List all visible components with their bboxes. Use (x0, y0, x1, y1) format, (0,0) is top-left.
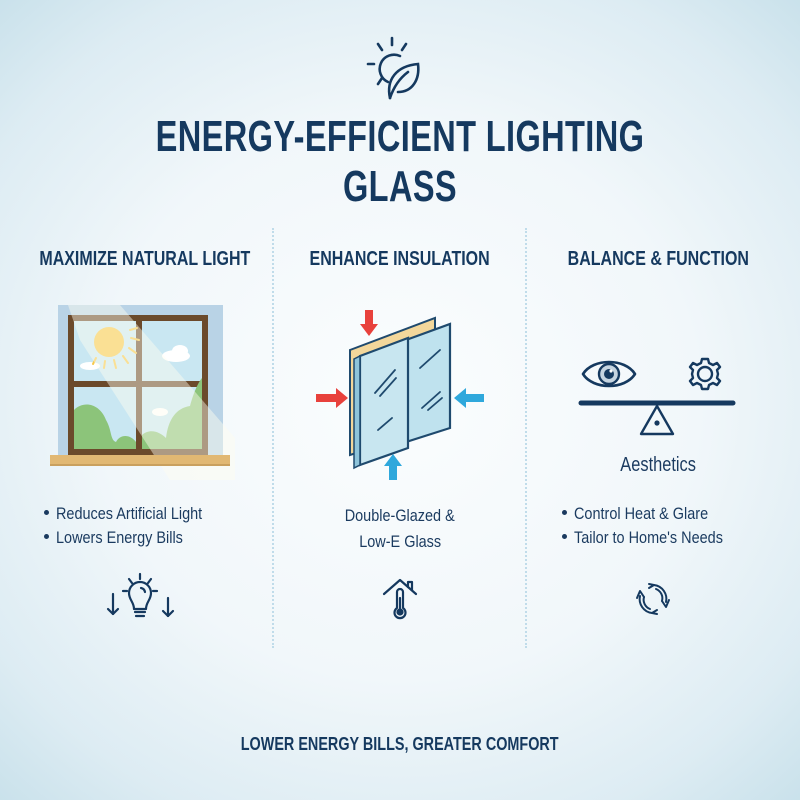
list-item-text: Tailor to Home's Needs (574, 528, 723, 547)
bullet-icon (44, 534, 49, 540)
aesthetics-text: Aesthetics (620, 454, 696, 476)
column-title-text: BALANCE & FUNCTION (567, 248, 749, 270)
column-title: MAXIMIZE NATURAL LIGHT (12, 248, 278, 271)
column-divider (272, 228, 274, 648)
insulation-description: Double-Glazed & Low-E Glass (267, 503, 533, 555)
footer-tagline: LOWER ENERGY BILLS, GREATER COMFORT (0, 734, 800, 755)
natural-light-benefits: Reduces Artificial Light Lowers Energy B… (44, 502, 274, 550)
bullet-icon (44, 510, 49, 516)
page-title-text: ENERGY-EFFICIENT LIGHTING GLASS (155, 112, 645, 211)
description-text: Low-E Glass (359, 532, 441, 551)
sunny-window-illustration (50, 300, 235, 480)
description-line: Low-E Glass (267, 529, 533, 555)
eye-gear-balance-illustration (575, 350, 750, 440)
footer-tagline-text: LOWER ENERGY BILLS, GREATER COMFORT (241, 734, 559, 754)
list-item-text: Reduces Artificial Light (56, 504, 203, 523)
column-insulation: ENHANCE INSULATION (267, 240, 533, 271)
list-item-text: Control Heat & Glare (574, 504, 709, 523)
page-title: ENERGY-EFFICIENT LIGHTING GLASS (0, 112, 800, 212)
aesthetics-label: Aesthetics (525, 454, 791, 477)
column-balance: BALANCE & FUNCTION (525, 240, 791, 271)
lightbulb-down-arrows-icon (104, 572, 176, 620)
list-item: Lowers Energy Bills (44, 526, 274, 550)
description-line: Double-Glazed & (267, 503, 533, 529)
column-natural-light: MAXIMIZE NATURAL LIGHT (12, 240, 278, 271)
double-glazed-glass-illustration (310, 310, 490, 480)
bullet-icon (562, 534, 567, 540)
column-title-text: MAXIMIZE NATURAL LIGHT (39, 248, 251, 270)
description-text: Double-Glazed & (344, 506, 456, 525)
balance-benefits: Control Heat & Glare Tailor to Home's Ne… (562, 502, 792, 550)
bullet-icon (562, 510, 567, 516)
list-item: Control Heat & Glare (562, 502, 792, 526)
column-title: BALANCE & FUNCTION (525, 248, 791, 271)
refresh-cycle-icon (634, 580, 672, 618)
house-thermometer-icon (380, 576, 420, 620)
list-item: Reduces Artificial Light (44, 502, 274, 526)
column-title-text: ENHANCE INSULATION (309, 248, 491, 270)
sun-leaf-icon (364, 34, 436, 106)
list-item-text: Lowers Energy Bills (56, 528, 183, 547)
list-item: Tailor to Home's Needs (562, 526, 792, 550)
column-title: ENHANCE INSULATION (267, 248, 533, 271)
column-divider (525, 228, 527, 648)
